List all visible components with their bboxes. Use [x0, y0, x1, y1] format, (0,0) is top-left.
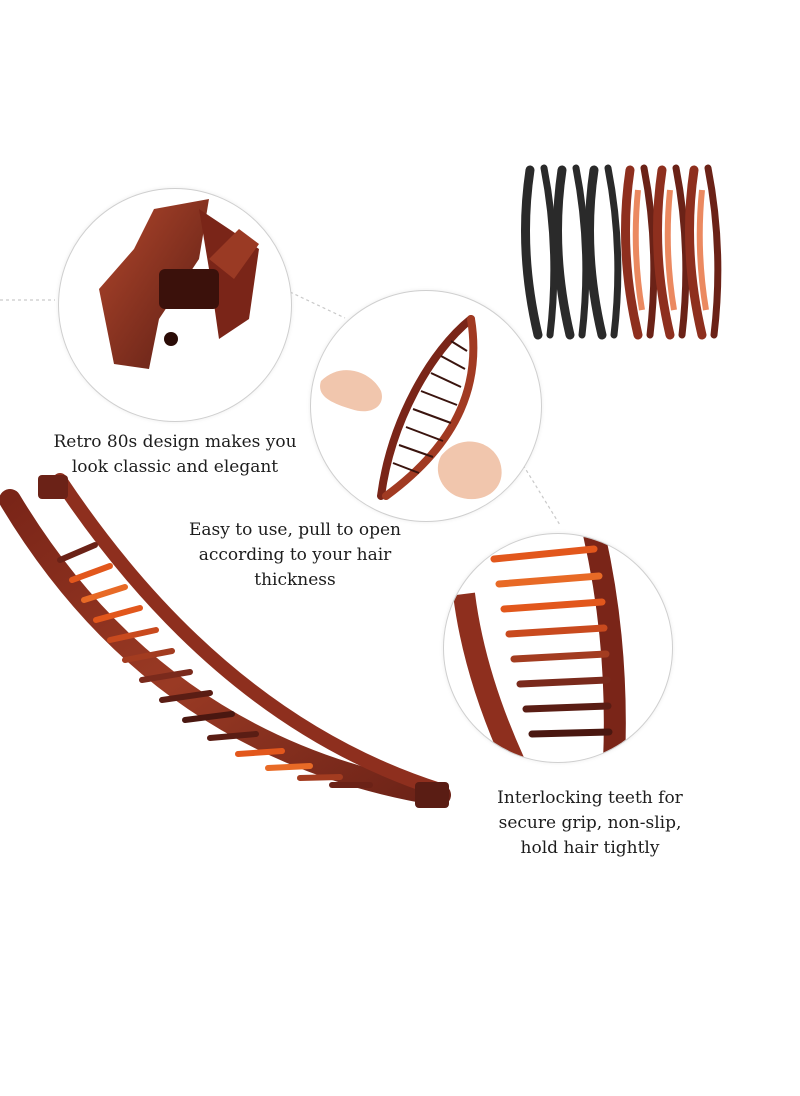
teeth-closeup-image: [453, 534, 626, 762]
black-clip-1: [521, 164, 558, 340]
teeth-closeup-circle: [443, 533, 673, 763]
caption-easy-line-1: Easy to use, pull to open: [189, 520, 401, 540]
caption-easy-line-3: thickness: [254, 570, 336, 590]
hinge-closeup-circle: [58, 188, 292, 422]
caption-interlocking-teeth: Interlocking teeth for secure grip, non-…: [470, 786, 710, 861]
caption-retro-line-1: Retro 80s design makes you: [53, 432, 297, 452]
caption-retro-design: Retro 80s design makes you look classic …: [40, 430, 310, 480]
main-clip-image: [0, 473, 451, 808]
tortoise-clip-2: [653, 164, 690, 340]
caption-retro-line-2: look classic and elegant: [71, 457, 279, 477]
hinge-closeup-image: [99, 199, 259, 369]
black-clip-3: [585, 164, 622, 340]
caption-teeth-line-3: hold hair tightly: [520, 838, 660, 858]
caption-easy-line-2: according to your hair: [198, 545, 392, 565]
tortoise-clip-3: [685, 164, 722, 340]
black-clip-2: [553, 164, 590, 340]
caption-teeth-line-1: Interlocking teeth for: [497, 788, 683, 808]
caption-easy-to-use: Easy to use, pull to open according to y…: [180, 518, 410, 593]
product-set-image: [521, 164, 722, 340]
tortoise-clip-1: [621, 164, 658, 340]
caption-teeth-line-2: secure grip, non-slip,: [498, 813, 682, 833]
hands-opening-circle: [310, 290, 542, 522]
hands-opening-image: [320, 315, 502, 500]
